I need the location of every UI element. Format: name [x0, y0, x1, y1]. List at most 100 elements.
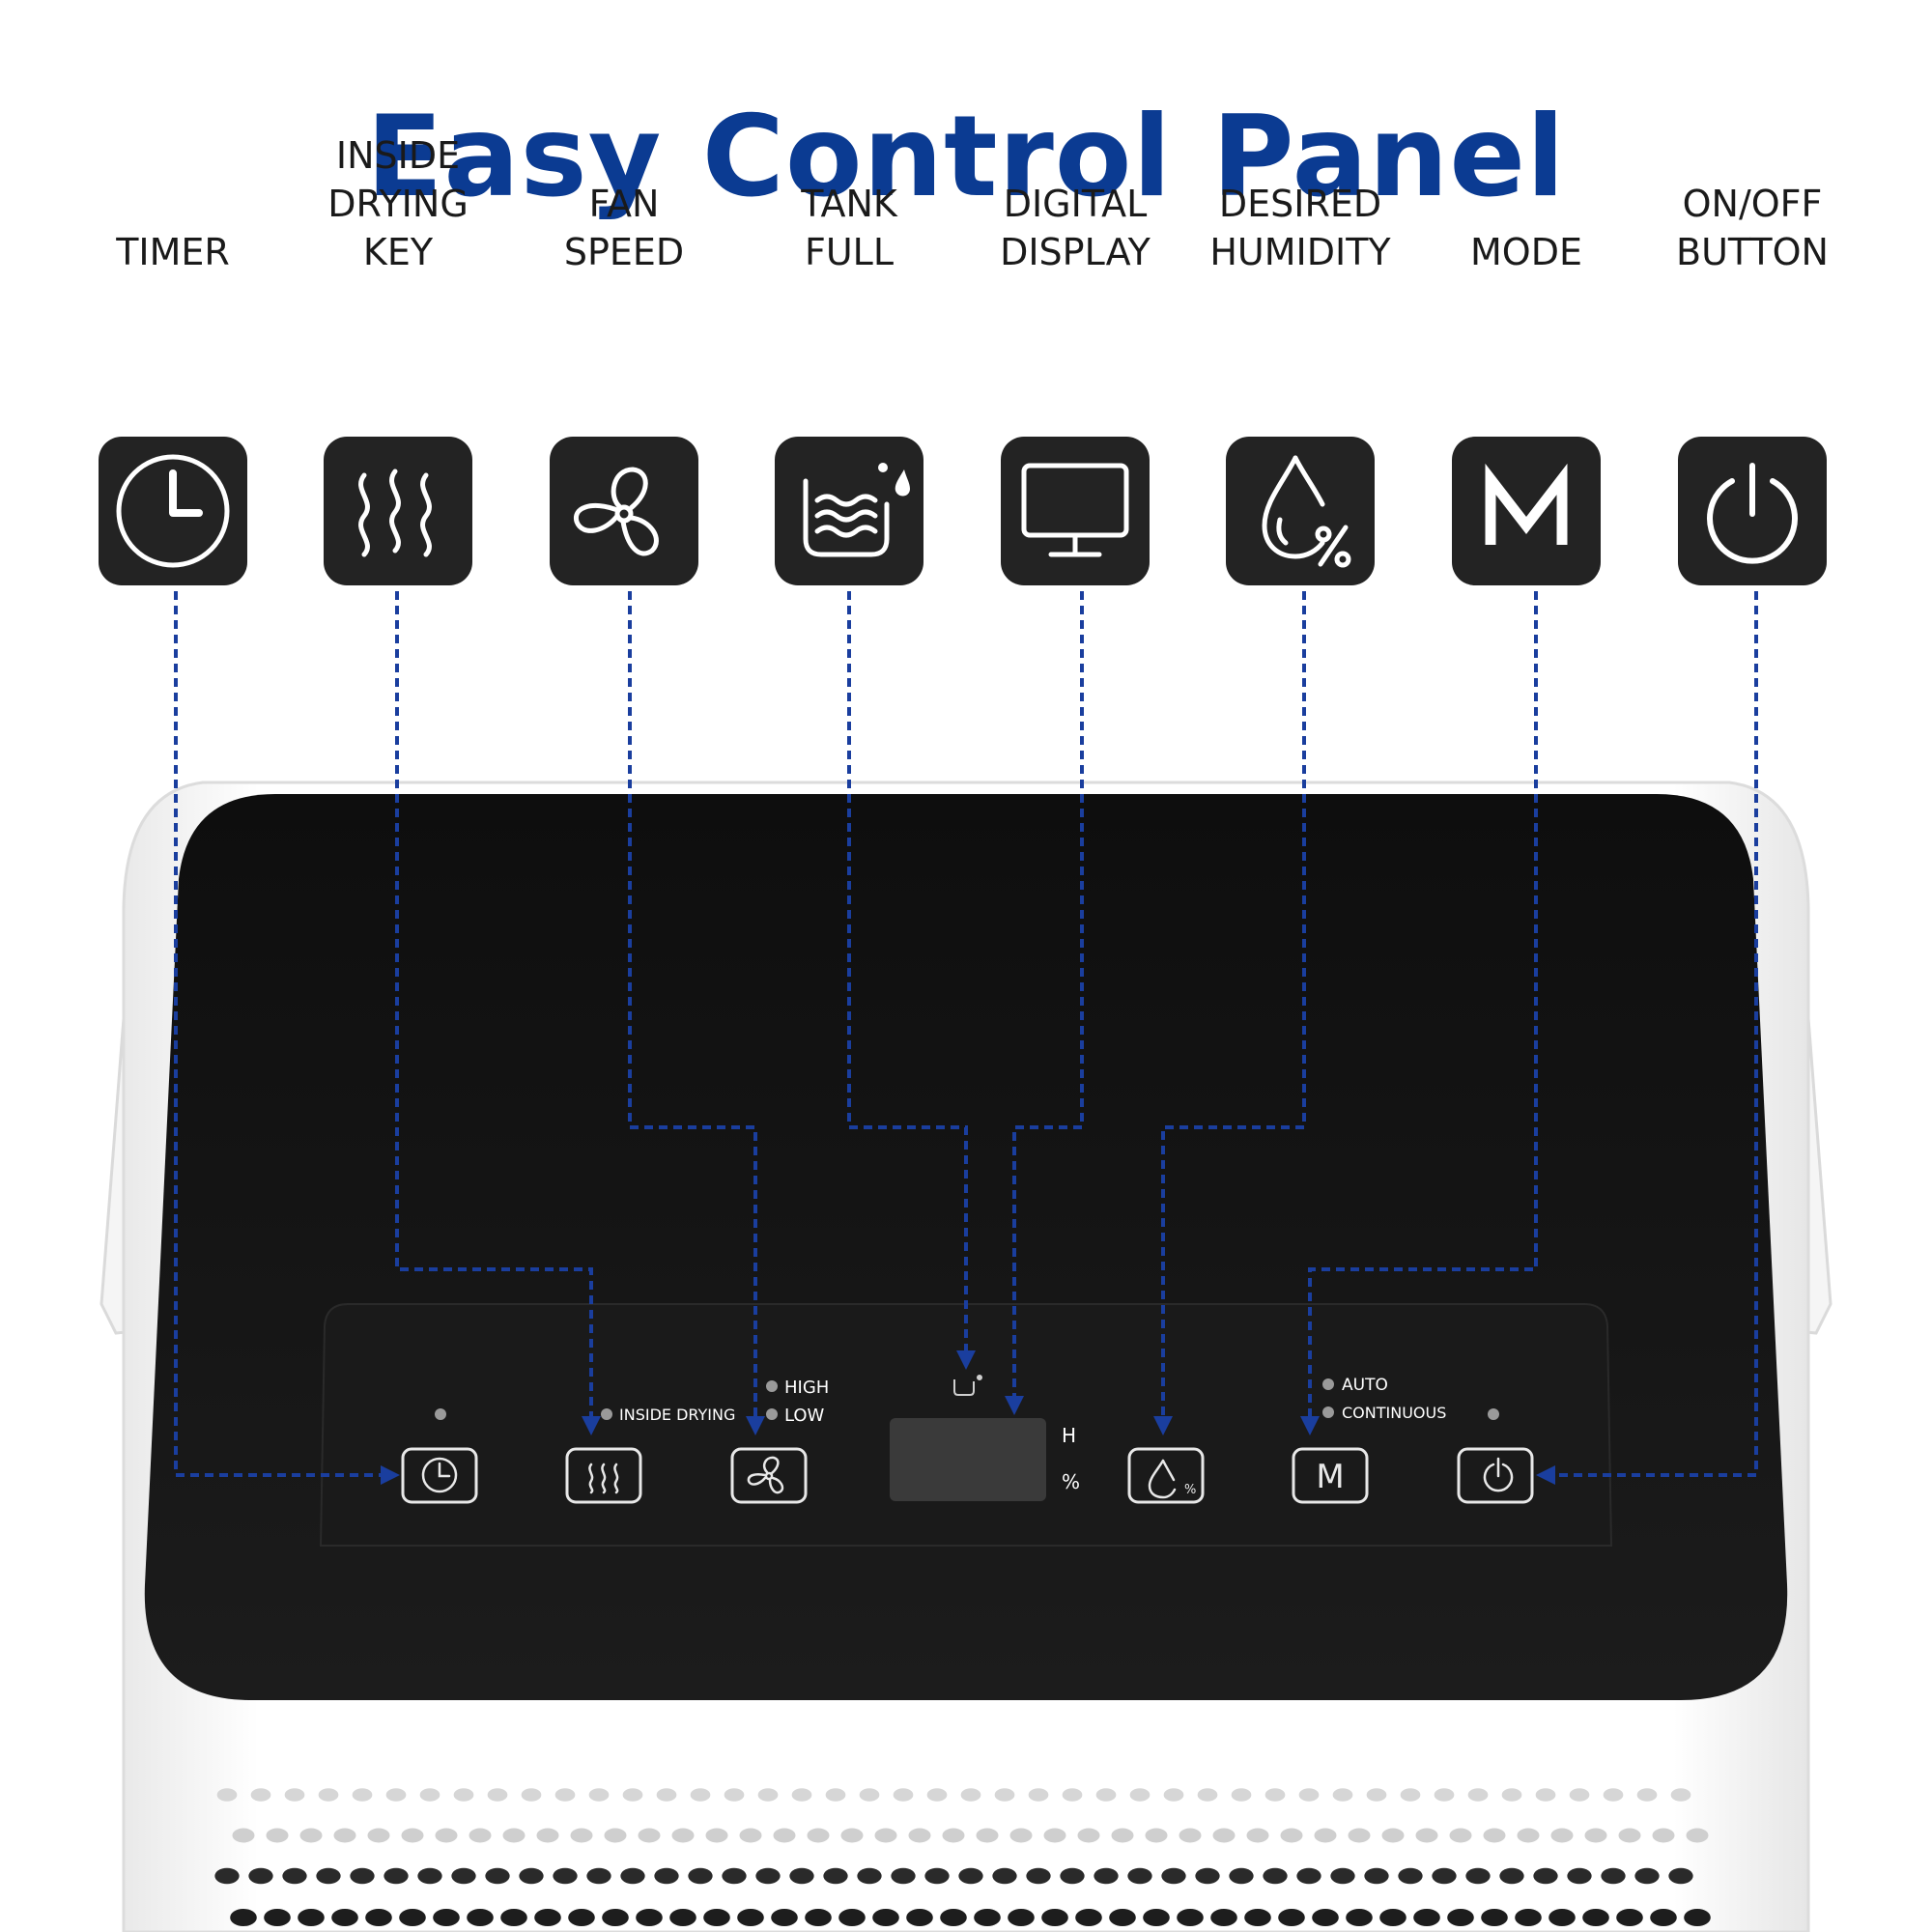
- feature-label: DIGITAL DISPLAY: [1000, 183, 1151, 273]
- vent-hole: [757, 1788, 779, 1802]
- vent-hole: [1668, 1867, 1693, 1885]
- vent-hole: [1179, 1828, 1202, 1843]
- fan-speed-button: [730, 1447, 808, 1504]
- vent-hole: [485, 1867, 510, 1885]
- vent-hole: [992, 1867, 1017, 1885]
- vent-hole: [1449, 1828, 1472, 1843]
- monitor-icon: [1001, 437, 1150, 585]
- feature-label: TIMER: [116, 231, 230, 273]
- vent-hole: [318, 1788, 339, 1802]
- vent-hole: [1346, 1909, 1373, 1926]
- clock-icon: [99, 437, 247, 585]
- timer-led: [435, 1408, 446, 1420]
- vent-hole: [1379, 1909, 1406, 1926]
- vent-hole: [771, 1909, 798, 1926]
- vent-hole: [385, 1788, 407, 1802]
- feature-label: ON/OFF BUTTON: [1676, 183, 1829, 273]
- vent-hole: [1129, 1788, 1151, 1802]
- vent-hole: [586, 1867, 611, 1885]
- vent-hole: [924, 1867, 950, 1885]
- vent-hole: [435, 1828, 458, 1843]
- vent-hole: [1008, 1909, 1035, 1926]
- vent-hole: [1062, 1788, 1083, 1802]
- feature-label: INSIDE DRYING KEY: [327, 134, 469, 273]
- vent-hole: [1364, 1867, 1389, 1885]
- vent-hole: [1582, 1909, 1609, 1926]
- vent-hole: [230, 1909, 257, 1926]
- vent-hole: [1296, 1867, 1321, 1885]
- vent-hole: [534, 1909, 561, 1926]
- vent-hole: [1670, 1788, 1691, 1802]
- feature-label: TANK FULL: [801, 183, 897, 273]
- vent-hole: [1467, 1788, 1489, 1802]
- vent-hole: [367, 1828, 390, 1843]
- vent-hole: [1143, 1909, 1170, 1926]
- vent-hole: [1499, 1867, 1524, 1885]
- vent-hole: [1028, 1788, 1049, 1802]
- vent-hole: [737, 1909, 764, 1926]
- vent-hole: [906, 1909, 933, 1926]
- vent-hole: [1197, 1788, 1218, 1802]
- vent-hole: [500, 1909, 527, 1926]
- vent-hole: [994, 1788, 1015, 1802]
- vent-hole: [266, 1828, 289, 1843]
- vent-hole: [248, 1867, 273, 1885]
- inside-drying-led: [601, 1408, 612, 1420]
- vent-hole: [1332, 1788, 1353, 1802]
- vent-hole: [214, 1867, 240, 1885]
- vent-hole: [1026, 1867, 1051, 1885]
- vent-hole: [536, 1828, 559, 1843]
- vent-hole: [250, 1788, 271, 1802]
- vent-hole: [690, 1788, 711, 1802]
- vent-hole: [1636, 1788, 1658, 1802]
- vent-hole: [825, 1788, 846, 1802]
- vent-hole: [1145, 1828, 1168, 1843]
- vent-hole: [823, 1867, 848, 1885]
- vent-hole: [620, 1867, 645, 1885]
- vent-hole: [1398, 1867, 1423, 1885]
- vent-hole: [1567, 1867, 1592, 1885]
- vent-hole: [656, 1788, 677, 1802]
- vent-hole: [1298, 1788, 1320, 1802]
- vent-hole: [1312, 1909, 1339, 1926]
- vent-hole: [703, 1909, 730, 1926]
- continuous-label: CONTINUOUS: [1342, 1404, 1447, 1422]
- vent-hole: [755, 1867, 781, 1885]
- fan-low-led: [766, 1408, 778, 1420]
- inside-drying-indicator-label: INSIDE DRYING: [619, 1406, 736, 1424]
- vent-hole: [333, 1828, 356, 1843]
- vent-hole: [417, 1867, 442, 1885]
- vent-hole: [1501, 1788, 1522, 1802]
- vent-hole: [891, 1867, 916, 1885]
- mode-button-label: M: [1316, 1458, 1344, 1496]
- vent-hole: [352, 1788, 373, 1802]
- vent-hole: [1483, 1828, 1506, 1843]
- vent-hole: [1111, 1828, 1134, 1843]
- auto-led: [1322, 1378, 1334, 1390]
- vent-hole: [1569, 1788, 1590, 1802]
- vent-hole: [1109, 1909, 1136, 1926]
- vent-hole: [502, 1828, 526, 1843]
- vent-hole: [1535, 1788, 1556, 1802]
- vent-hole: [1060, 1867, 1085, 1885]
- vent-hole: [1533, 1867, 1558, 1885]
- vent-hole: [1041, 1909, 1068, 1926]
- fan-low-label: LOW: [784, 1406, 825, 1426]
- vent-hole: [857, 1867, 882, 1885]
- vent-hole: [908, 1828, 931, 1843]
- vent-hole: [469, 1828, 492, 1843]
- vent-hole: [519, 1867, 544, 1885]
- vent-hole: [805, 1909, 832, 1926]
- vent-hole: [1314, 1828, 1337, 1843]
- fan-icon: [550, 437, 698, 585]
- vent-hole: [588, 1788, 610, 1802]
- vent-hole: [958, 1867, 983, 1885]
- humidity-drop-icon: [1226, 437, 1375, 585]
- continuous-led: [1322, 1406, 1334, 1418]
- vent-hole: [1280, 1828, 1303, 1843]
- vent-hole: [1603, 1788, 1624, 1802]
- vent-hole: [840, 1828, 864, 1843]
- vent-hole: [487, 1788, 508, 1802]
- svg-text:%: %: [1184, 1483, 1196, 1497]
- vent-hole: [705, 1828, 728, 1843]
